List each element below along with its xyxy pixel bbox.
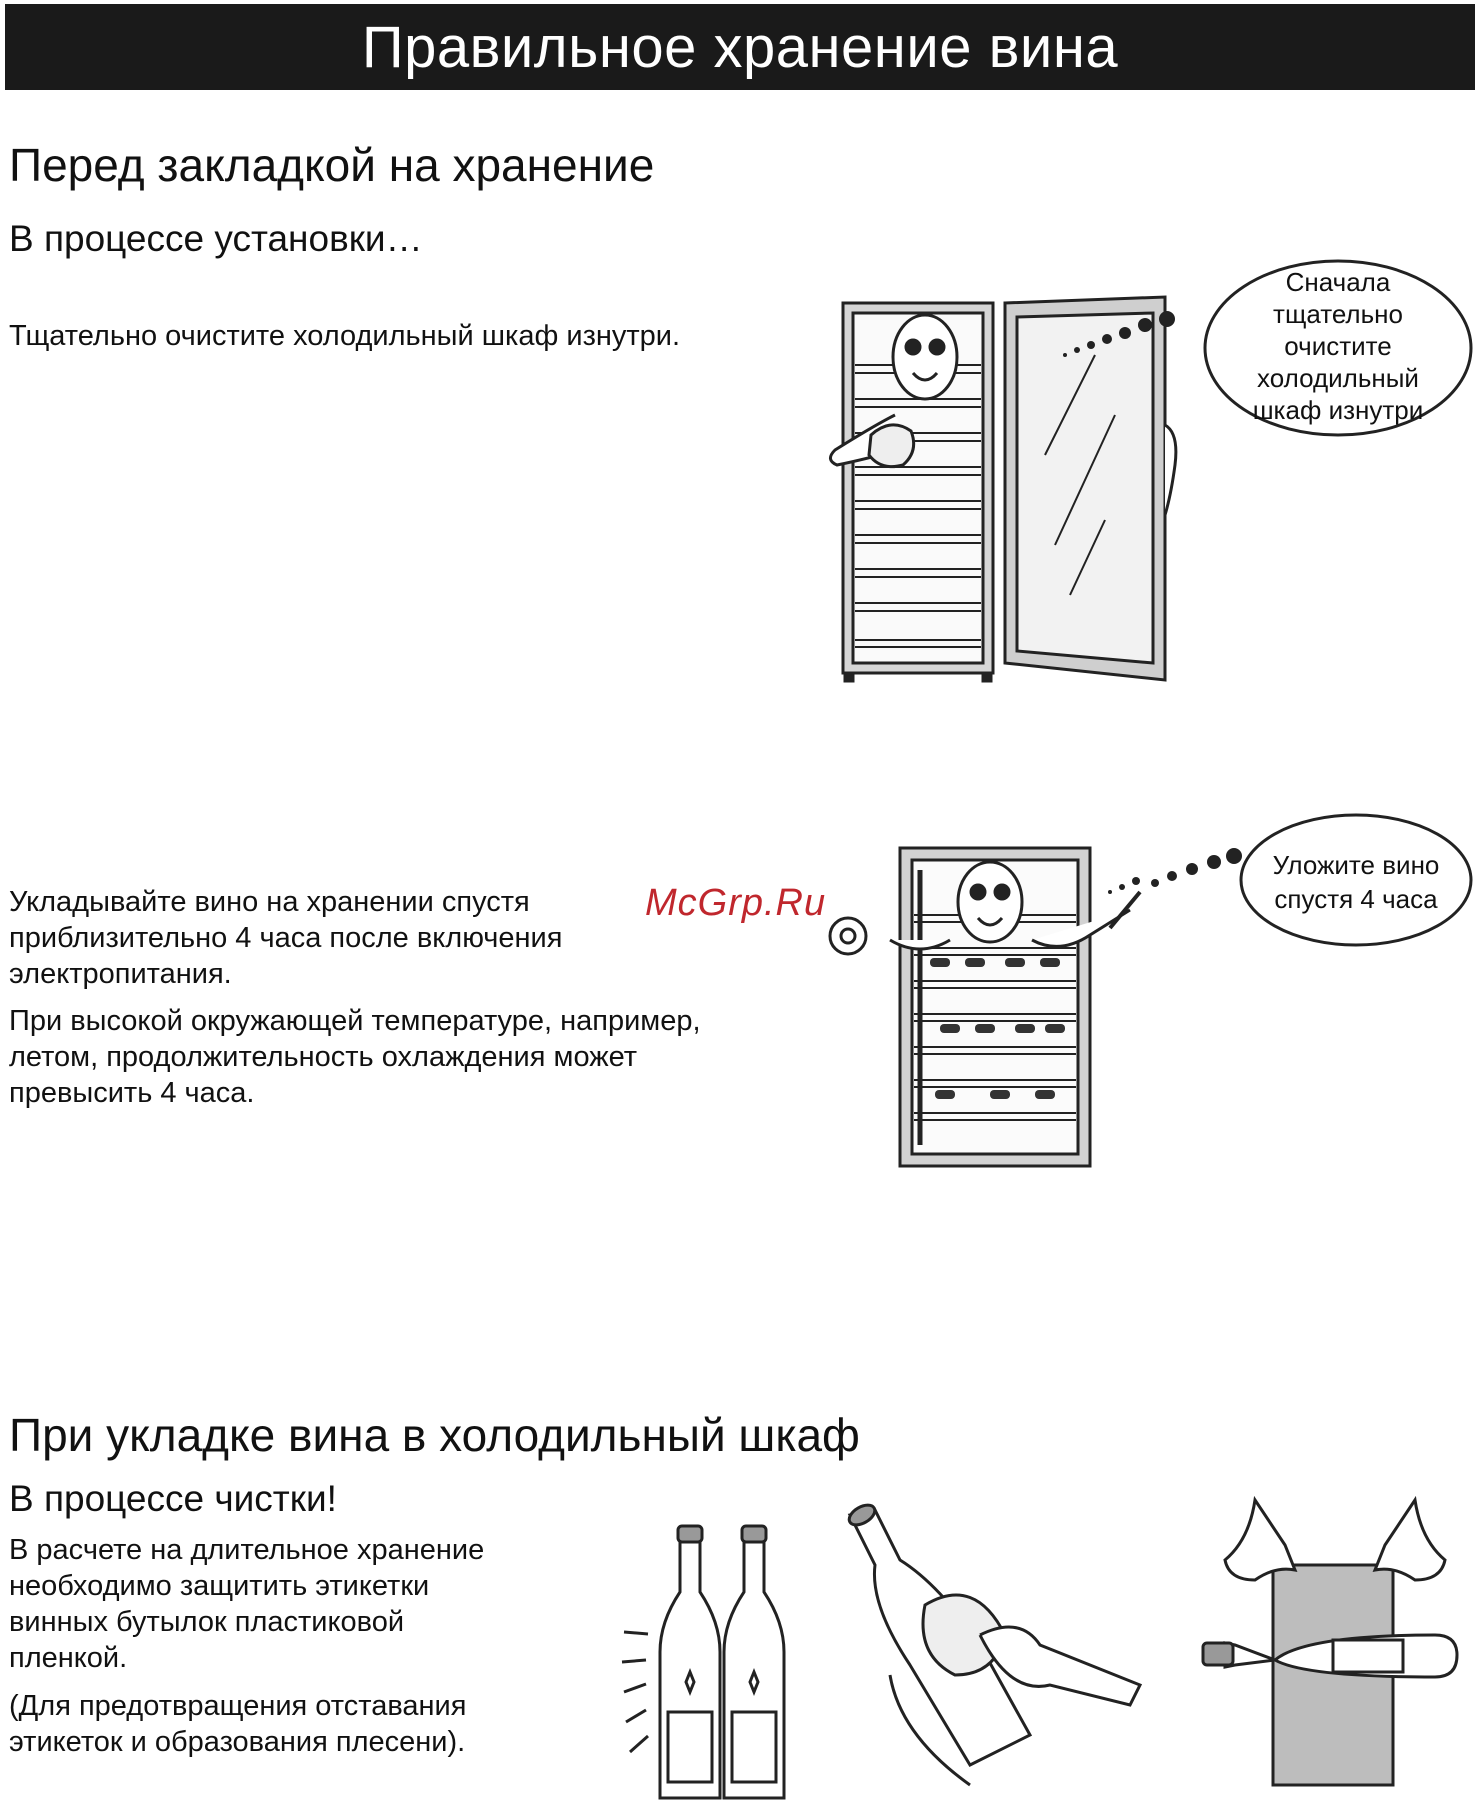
wrapping-bottle-illustration	[1201, 1495, 1459, 1787]
speech-bubble-1-shape	[1203, 259, 1473, 437]
step2-line: приблизительно 4 часа после включения	[9, 922, 563, 954]
page-banner-title: Правильное хранение вина	[5, 4, 1475, 90]
bubble1-line: Сначала	[1285, 267, 1391, 297]
speech-bubble-2-shape	[1239, 813, 1473, 947]
section2-line: (Для предотвращения отставания	[9, 1690, 467, 1722]
step1-text: Тщательно очистите холодильный шкаф изну…	[9, 320, 681, 352]
speech-bubble-1-text: Сначала тщательно очистите холодильный ш…	[1215, 266, 1461, 426]
closed-cabinet-illustration	[828, 846, 1142, 1168]
section2-line: В расчете на длительное хранение	[9, 1534, 485, 1566]
section2-line: этикеток и образования плесени).	[9, 1726, 466, 1758]
open-cabinet-illustration	[829, 295, 1178, 683]
bubble2-line: Уложите вино	[1272, 850, 1440, 880]
bubble1-line: очистите	[1284, 331, 1392, 361]
bubble1-line: шкаф изнутри	[1252, 395, 1424, 425]
watermark: McGrp.Ru	[645, 882, 827, 924]
section2-paragraph-2: (Для предотвращения отставания этикеток …	[9, 1688, 466, 1760]
section2-line: винных бутылок пластиковой	[9, 1606, 405, 1638]
section2-paragraph-1: В расчете на длительное хранение необход…	[9, 1532, 484, 1676]
bubble1-line: тщательно	[1273, 299, 1403, 329]
dots-trail-2	[1151, 848, 1242, 887]
bubble2-line: спустя 4 часа	[1274, 884, 1438, 914]
two-bottles-illustration	[621, 1524, 786, 1800]
step2-line: Укладывайте вино на хранении спустя	[9, 886, 530, 918]
section1-heading: Перед закладкой на хранение	[9, 139, 655, 191]
wiping-bottle-illustration	[847, 1503, 1143, 1787]
section1-subheading: В процессе установки…	[9, 218, 423, 259]
section2-subheading: В процессе чистки!	[9, 1478, 337, 1519]
step2-line: При высокой окружающей температуре, напр…	[9, 1005, 701, 1037]
step2-paragraph-2: При высокой окружающей температуре, напр…	[9, 1003, 701, 1111]
step2-line: летом, продолжительность охлаждения може…	[9, 1041, 638, 1073]
step2-line: превысить 4 часа.	[9, 1077, 255, 1109]
section2-heading: При укладке вина в холодильный шкаф	[9, 1409, 860, 1461]
section2-line: пленкой.	[9, 1642, 128, 1674]
step2-paragraph-1: Укладывайте вино на хранении спустя приб…	[9, 884, 562, 992]
step2-line: электропитания.	[9, 958, 232, 990]
bubble1-line: холодильный	[1257, 363, 1419, 393]
speech-bubble-2-text: Уложите вино спустя 4 часа	[1250, 848, 1462, 916]
section2-line: необходимо защитить этикетки	[9, 1570, 430, 1602]
